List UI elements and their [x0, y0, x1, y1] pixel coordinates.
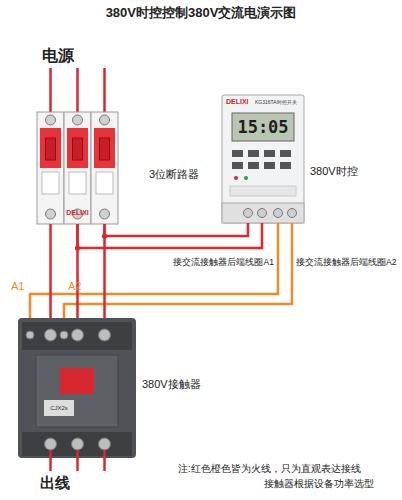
contactor-red-window — [60, 368, 94, 394]
wire-label: 接交流接触器后端线圈A2 — [296, 257, 397, 267]
timer-led — [244, 176, 248, 180]
terminal-screw — [45, 329, 57, 341]
terminal-screw — [100, 115, 110, 125]
breaker-toggle — [46, 138, 56, 160]
timer-body — [222, 95, 304, 223]
note-text: 接触器根据设备功率选型 — [264, 478, 374, 490]
junction-dot — [102, 233, 107, 238]
wire — [103, 450, 106, 471]
terminal-label: A1 — [11, 280, 24, 293]
ac-contactor: CJX2s380V接触器 — [18, 318, 136, 458]
contactor-case — [18, 318, 136, 458]
wire — [103, 68, 106, 114]
timer-button — [264, 150, 275, 157]
output-label: 出线 — [40, 474, 70, 492]
breaker-window — [96, 172, 113, 194]
timer-button — [248, 162, 259, 169]
timer-button — [280, 162, 291, 169]
circuit-breaker: DELIXI3位断路器 — [37, 112, 118, 224]
terminal-screw — [100, 209, 110, 219]
brand-text: DELIXI — [37, 209, 118, 217]
breaker-red-cap — [67, 128, 88, 168]
wire-connector — [76, 224, 79, 318]
terminal-screw — [45, 438, 57, 450]
diagram-title: 380V时控控制380V交流电演示图 — [0, 5, 402, 21]
wire-label: 接交流接触器后端线圈A1 — [173, 257, 274, 267]
wire-connector — [105, 223, 249, 236]
breaker-pole — [37, 112, 64, 224]
timer-terminal-strip — [222, 203, 304, 223]
terminal-screw — [244, 209, 253, 218]
device-label: 3位断路器 — [149, 168, 199, 181]
wire-connector — [64, 223, 292, 318]
wire — [76, 450, 79, 471]
source-label: 电源 — [42, 46, 74, 65]
terminal-screw — [274, 209, 283, 218]
wire-connector — [78, 223, 263, 248]
coil-terminal — [26, 331, 34, 339]
terminal-label: A2 — [68, 280, 81, 293]
breaker-red-cap — [40, 128, 61, 168]
terminal-screw — [73, 115, 83, 125]
breaker-body — [37, 112, 118, 224]
terminal-screw — [288, 209, 297, 218]
breaker-pole — [91, 112, 118, 224]
terminal-screw — [72, 329, 84, 341]
terminal-screw — [72, 438, 84, 450]
breaker-toggle — [100, 138, 110, 160]
terminal-screw — [99, 329, 111, 341]
breaker-window — [42, 172, 59, 194]
wire-connector — [103, 224, 106, 318]
brand-text: DELIXI — [226, 98, 249, 106]
timer-display — [232, 113, 294, 141]
terminal-screw — [99, 438, 111, 450]
wire — [76, 68, 79, 114]
contactor-front — [36, 355, 118, 427]
display-digits: 15:05 — [232, 113, 294, 141]
contactor-nameplate — [44, 400, 74, 416]
time-switch: DELIXIKG316TA时控开关15:05380V时控 — [222, 95, 304, 223]
model-text: KG316TA时控开关 — [255, 99, 297, 105]
timer-led — [234, 176, 238, 180]
coil-terminal — [60, 331, 68, 339]
note-text: 注:红色橙色皆为火线，只为直观表达接线 — [178, 463, 361, 475]
wire — [49, 68, 52, 114]
junction-dot — [75, 245, 80, 250]
wire-connector — [49, 224, 52, 318]
contactor-body — [18, 318, 136, 458]
output-wires — [51, 450, 105, 471]
timer-button — [232, 162, 243, 169]
device-label: 380V时控 — [310, 165, 358, 178]
contactor-top-block — [22, 322, 132, 350]
terminal-screw — [258, 209, 267, 218]
power-wires — [51, 68, 105, 114]
timer-button — [232, 150, 243, 157]
timer-case — [222, 95, 304, 223]
terminal-screw — [46, 115, 56, 125]
terminal-screw — [46, 209, 56, 219]
device-label: 380V接触器 — [142, 378, 201, 391]
breaker-toggle — [73, 138, 83, 160]
wire-connector — [30, 223, 278, 318]
wire — [49, 450, 52, 471]
breaker-window — [69, 172, 86, 194]
breaker-red-cap — [94, 128, 115, 168]
timer-button — [280, 150, 291, 157]
breaker-pole — [64, 112, 91, 224]
timer-button — [248, 150, 259, 157]
timer-plate — [230, 186, 296, 196]
model-text: CJX2s — [44, 400, 74, 416]
timer-button — [264, 162, 275, 169]
